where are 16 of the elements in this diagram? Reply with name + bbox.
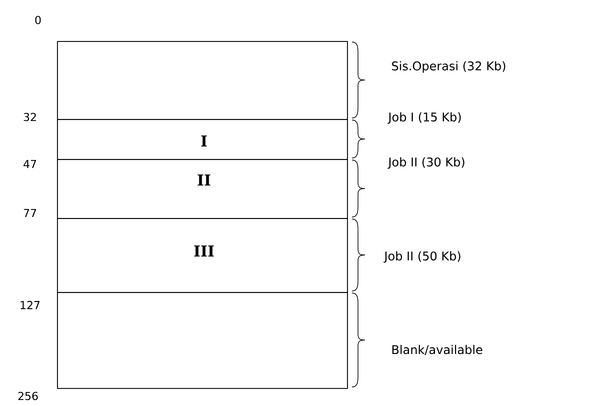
address-label: 47 bbox=[24, 160, 36, 168]
segment-label: Job I (15 Kb) bbox=[388, 112, 461, 124]
memory-band bbox=[57, 41, 348, 120]
segment-label: Sis.Operasi (32 Kb) bbox=[392, 61, 506, 73]
address-label: 32 bbox=[24, 112, 36, 122]
memory-band: II bbox=[57, 159, 348, 219]
memory-band: I bbox=[57, 119, 348, 160]
address-label: 256 bbox=[18, 392, 38, 400]
address-label: 0 bbox=[35, 16, 41, 24]
memory-band: III bbox=[57, 218, 348, 293]
segment-label: Job II (30 Kb) bbox=[388, 157, 464, 169]
address-label: 127 bbox=[20, 300, 40, 310]
address-label: 77 bbox=[24, 209, 36, 217]
segment-label: Job II (50 Kb) bbox=[384, 251, 460, 263]
memory-band bbox=[57, 292, 348, 389]
segment-label: Blank/available bbox=[392, 344, 482, 356]
